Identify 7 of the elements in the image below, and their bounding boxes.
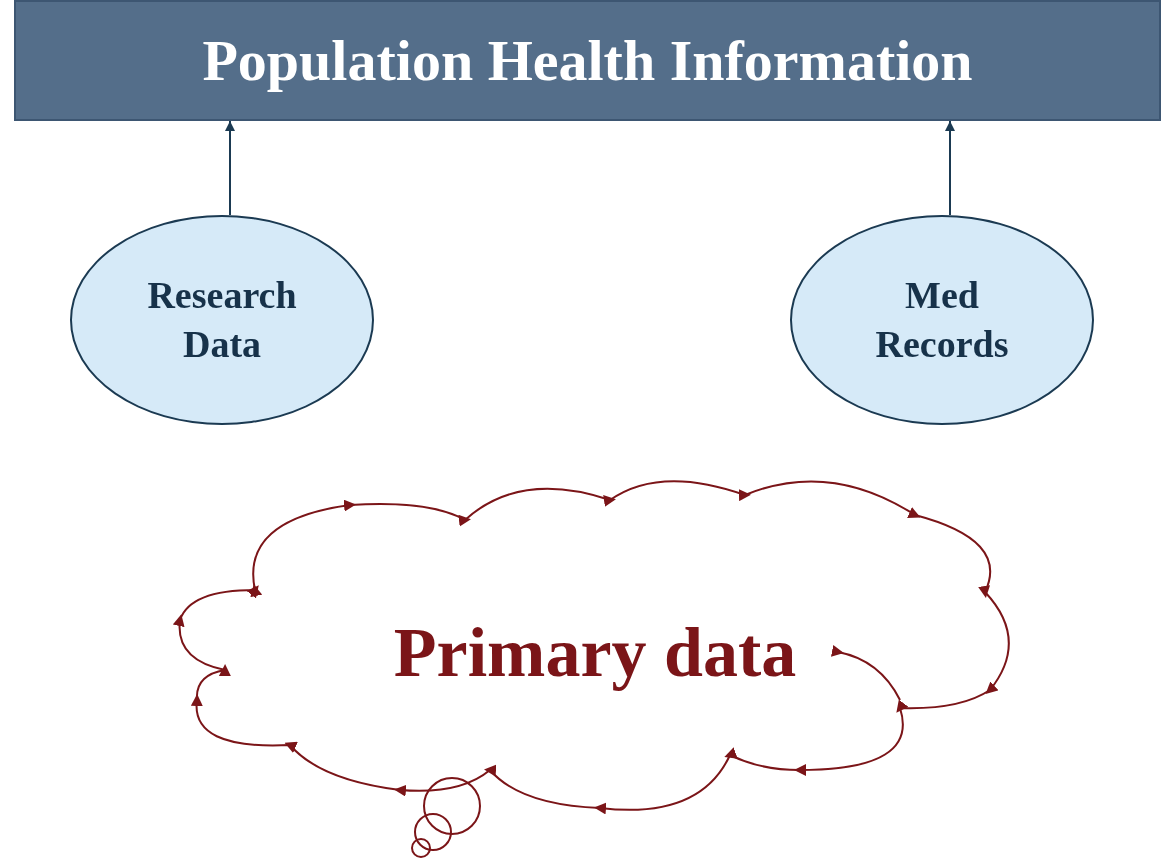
title-banner [14, 0, 1161, 121]
node-label: Primary data [393, 613, 797, 693]
node-label: Research Data [146, 272, 298, 367]
arrow [945, 120, 955, 216]
node-label: Population Health Information [202, 27, 973, 95]
arrow [225, 120, 235, 216]
node-label: Med Records [874, 272, 1010, 367]
